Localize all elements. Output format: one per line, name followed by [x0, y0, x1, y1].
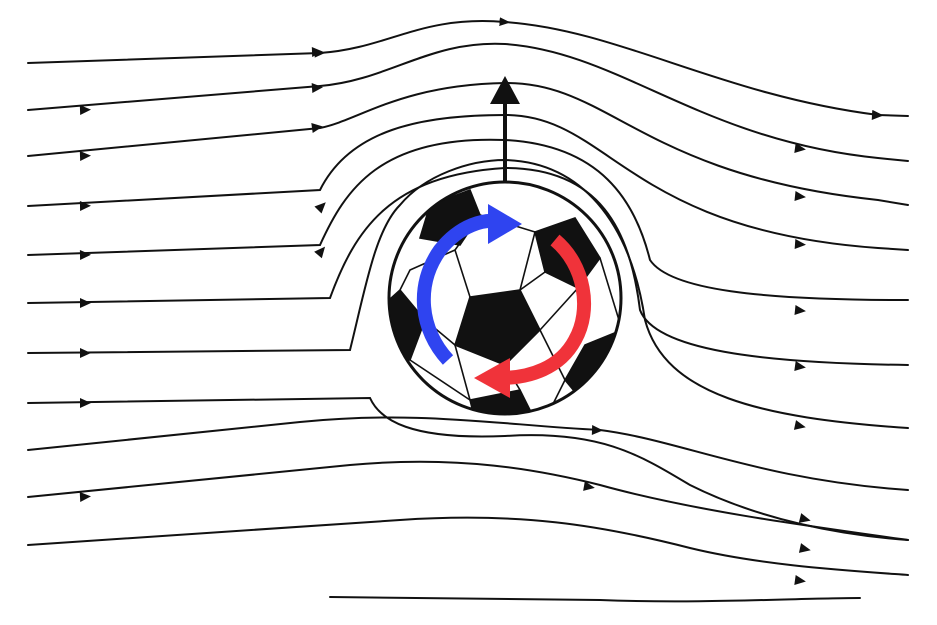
- flow-arrowhead: [80, 348, 91, 358]
- flow-arrowhead: [794, 143, 806, 153]
- flow-arrowhead: [79, 250, 91, 260]
- flow-arrowhead: [79, 105, 91, 115]
- streamline-5: [27, 138, 909, 301]
- streamline-1: [27, 17, 909, 119]
- flow-arrowhead: [311, 123, 323, 133]
- flow-arrowhead: [794, 361, 806, 371]
- flow-arrowhead: [311, 83, 323, 93]
- flow-arrowhead: [798, 513, 811, 523]
- flow-arrowhead: [871, 110, 883, 120]
- streamline-10: [27, 460, 909, 541]
- streamline-2: [27, 42, 909, 162]
- flow-arrowhead: [80, 298, 91, 308]
- streamline-4: [27, 113, 909, 251]
- flow-arrowhead: [591, 425, 603, 435]
- flow-arrowhead: [583, 481, 595, 491]
- spin-arrow-red: [474, 234, 592, 398]
- streamline-6: [27, 166, 909, 366]
- streamline-12: [329, 596, 861, 603]
- flow-arrowhead: [314, 202, 326, 214]
- flow-arrowhead: [311, 47, 323, 57]
- streamline-11: [27, 516, 909, 576]
- flow-arrowhead: [794, 305, 806, 315]
- flow-arrowhead: [79, 201, 91, 211]
- flow-arrowheads: [79, 47, 883, 585]
- flow-arrowhead: [79, 492, 91, 502]
- flow-arrowhead: [80, 398, 91, 408]
- streamline-7: [27, 158, 909, 429]
- flow-arrowhead: [793, 420, 806, 430]
- flow-arrowhead: [794, 191, 806, 201]
- flow-arrowhead: [794, 575, 806, 585]
- spin-arrow-blue: [416, 204, 522, 365]
- flow-arrowhead: [794, 239, 806, 249]
- streamlines: [27, 17, 909, 603]
- flow-arrowhead: [79, 151, 91, 161]
- streamline-3: [27, 81, 909, 206]
- lift-arrow: [490, 76, 520, 195]
- flow-arrowhead: [798, 543, 811, 553]
- flow-arrowhead: [314, 246, 326, 259]
